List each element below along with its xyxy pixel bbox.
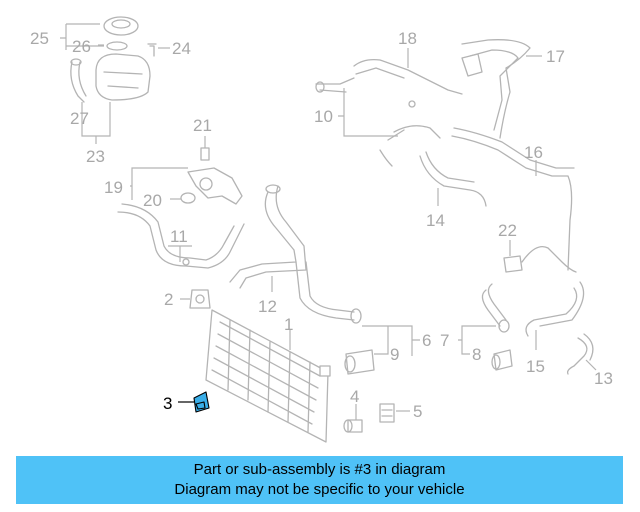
callout-6: 6 [422,331,431,350]
callout-20: 20 [143,191,162,210]
callout-25: 25 [30,29,49,48]
callout-21: 21 [193,116,212,135]
callout-26: 26 [72,37,91,56]
callout-12: 12 [258,297,277,316]
highlighted-part-3[interactable] [193,391,210,413]
hose-10 [315,77,441,167]
callout-19: 19 [104,178,123,197]
callout-2: 2 [164,290,173,309]
lower-hose [295,261,362,324]
callout-8: 8 [472,345,481,364]
hose-7 [481,283,510,333]
leader-13 [585,359,597,371]
leader-7 [458,325,496,355]
hose-16 [451,127,575,271]
pipe-18 [353,58,463,108]
reservoir-bolt [147,43,157,57]
banner-line-1: Part or sub-assembly is #3 in diagram [193,461,446,478]
connector-8 [491,349,513,371]
callout-23: 23 [86,147,105,166]
radiator [205,309,331,443]
callout-11: 11 [170,227,188,246]
callout-15: 15 [526,357,545,376]
leader-11 [168,245,192,262]
leader-27-23 [81,102,111,144]
callout-16: 16 [524,143,543,162]
flange-9 [344,349,375,375]
callout-3: 3 [163,394,172,413]
bracket-2 [189,289,211,309]
callout-5: 5 [413,402,422,421]
leader-9 [374,326,389,355]
callout-13: 13 [594,369,613,388]
housing-seal [180,192,196,204]
sensor-5 [379,403,395,423]
hose-15 [525,281,585,337]
callout-18: 18 [398,29,417,48]
leader-25 [60,23,104,50]
callout-7: 7 [440,331,449,350]
callout-10: 10 [314,107,333,126]
leader-19 [130,167,188,200]
fitting-22 [503,245,577,273]
callout-4: 4 [350,387,359,406]
thermostat-housing [187,167,243,205]
parts-diagram: 25 26 24 27 23 21 19 20 11 12 [30,16,613,443]
hose-17 [461,39,531,139]
callout-22: 22 [498,221,517,240]
reservoir-cap [103,16,139,36]
callout-1: 1 [284,315,293,334]
coolant-pipe-11 [117,203,245,269]
leader-10 [338,88,398,137]
callout-14: 14 [426,211,445,230]
callout-17: 17 [546,47,565,66]
reservoir-hose [70,58,87,103]
callout-9: 9 [390,345,399,364]
drain-plug [343,419,363,433]
hose-14 [419,151,487,207]
banner-line-2: Diagram may not be specific to your vehi… [174,481,465,498]
sensor-21 [200,147,210,161]
callout-24: 24 [172,39,191,58]
callout-27: 27 [70,109,89,128]
reservoir-seal [106,41,128,51]
reservoir-tank [95,53,151,101]
info-banner: Part or sub-assembly is #3 in diagram Di… [16,456,623,504]
leader-6 [362,325,420,356]
radiator-hose-12 [229,184,307,289]
hose-13 [566,333,594,375]
